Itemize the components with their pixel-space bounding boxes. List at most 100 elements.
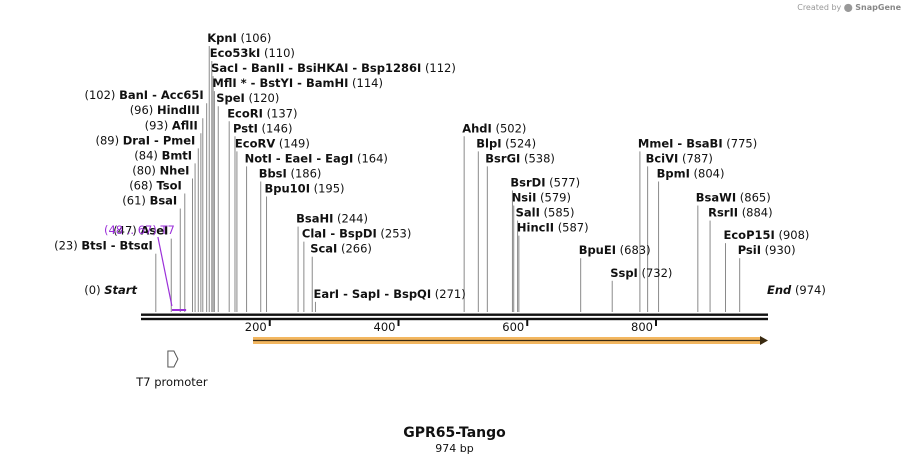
site-label: BciVI (787) xyxy=(646,151,713,165)
site-separator: - xyxy=(150,133,163,147)
enzyme-name: BspDI xyxy=(339,227,377,241)
site-label: MmeI - BsaBI (775) xyxy=(638,136,757,150)
site-position: (186) xyxy=(290,166,321,180)
enzyme-name: HincII xyxy=(517,221,554,235)
site-label: BsrGI (538) xyxy=(485,151,555,165)
dna-strand-bottom xyxy=(141,317,768,321)
site-label: AhdI (502) xyxy=(462,121,526,135)
start-text: Start xyxy=(104,283,137,297)
enzyme-name: BpuEI xyxy=(579,243,616,257)
site-position: (120) xyxy=(248,91,279,105)
enzyme-name: ScaI xyxy=(310,242,337,256)
site-position: (775) xyxy=(726,136,757,150)
site-separator: - xyxy=(339,287,352,301)
site-position: (683) xyxy=(620,243,651,257)
primer-name: T7 xyxy=(160,223,175,237)
enzyme-name: SpeI xyxy=(216,91,245,105)
site-position: (732) xyxy=(641,266,672,280)
enzyme-name: BmtI xyxy=(162,148,193,162)
site-label: BsrDI (577) xyxy=(510,175,580,189)
enzyme-name: NsiI xyxy=(512,191,537,205)
site-label: EarI - SapI - BspQI (271) xyxy=(314,287,466,301)
enzyme-name: Acc65I xyxy=(161,88,204,102)
site-separator: - xyxy=(247,76,260,90)
end-label: End (974) xyxy=(767,283,826,297)
site-label: (47) AseI xyxy=(113,224,168,238)
site-label: (23) BtsI - BtsαI xyxy=(54,239,153,253)
site-position: (585) xyxy=(544,206,575,220)
site-label: EcoP15I (908) xyxy=(724,228,810,242)
site-position: (110) xyxy=(264,46,295,60)
site-position: (502) xyxy=(495,121,526,135)
site-separator: - xyxy=(238,61,251,75)
enzyme-name: SalI xyxy=(516,206,540,220)
site-separator: - xyxy=(380,287,393,301)
cut-site-leaders xyxy=(155,46,741,312)
site-label: (80) NheI xyxy=(132,163,189,177)
feature-label: T7 promoter xyxy=(135,375,208,389)
site-position: (137) xyxy=(267,106,298,120)
site-position: (89) xyxy=(96,133,120,147)
site-position: (80) xyxy=(132,163,156,177)
enzyme-name: Eco53kI xyxy=(210,46,261,60)
site-position: (164) xyxy=(357,151,388,165)
enzyme-name: AseI xyxy=(140,224,168,238)
site-separator: - xyxy=(326,227,339,241)
site-label: RsrII (884) xyxy=(708,206,773,220)
site-separator: - xyxy=(673,136,686,150)
site-label: KpnI (106) xyxy=(207,31,271,45)
enzyme-name: BanII xyxy=(251,61,284,75)
enzyme-name: PsiI xyxy=(738,243,761,257)
site-position: (93) xyxy=(145,118,169,132)
site-position: (61) xyxy=(122,194,146,208)
site-position: (23) xyxy=(54,239,78,253)
primer-leader-line xyxy=(157,236,173,307)
enzyme-name: AflII xyxy=(172,118,198,132)
enzyme-name: EarI xyxy=(314,287,340,301)
enzyme-name: BbsI xyxy=(259,166,287,180)
enzyme-name: ClaI xyxy=(302,227,326,241)
site-position: (577) xyxy=(549,175,580,189)
site-label: HincII (587) xyxy=(517,221,589,235)
site-label: PstI (146) xyxy=(233,121,292,135)
site-position: (524) xyxy=(505,136,536,150)
axis-tick-label: 600 xyxy=(502,320,524,334)
site-position: (47) xyxy=(113,224,137,238)
site-label: BbsI (186) xyxy=(259,166,322,180)
site-position: (579) xyxy=(540,191,571,205)
enzyme-name: RsrII xyxy=(708,206,738,220)
site-label: SalI (585) xyxy=(516,206,575,220)
site-separator: - xyxy=(272,151,285,165)
feature-track: T7 promoter xyxy=(135,336,768,389)
enzyme-name: BsaWI xyxy=(696,191,736,205)
orf-arrowhead xyxy=(760,336,768,345)
site-position: (96) xyxy=(130,103,154,117)
site-label: SpeI (120) xyxy=(216,91,279,105)
enzyme-name: NheI xyxy=(160,163,190,177)
site-label: (61) BsaI xyxy=(122,194,177,208)
site-label: ScaI (266) xyxy=(310,242,372,256)
enzyme-name: BsiHKAI xyxy=(297,61,348,75)
enzyme-name: BspQI xyxy=(393,287,431,301)
enzyme-name: BamHI xyxy=(306,76,348,90)
site-label: (84) BmtI xyxy=(134,148,192,162)
cut-site-labels: KpnI (106)Eco53kI (110)SacI - BanII - Bs… xyxy=(54,31,826,301)
enzyme-name: EagI xyxy=(325,151,353,165)
site-label: EcoRI (137) xyxy=(227,106,297,120)
primer-range: (48 .. 67) xyxy=(104,223,157,237)
enzyme-name: BstYI xyxy=(259,76,293,90)
site-separator: - xyxy=(148,88,161,102)
site-separator: - xyxy=(293,76,306,90)
enzyme-name: BsrGI xyxy=(485,151,520,165)
site-position: (787) xyxy=(682,151,713,165)
t7-promoter-arrow xyxy=(167,350,179,368)
site-position: (271) xyxy=(435,287,466,301)
site-label: ClaI - BspDI (253) xyxy=(302,227,411,241)
enzyme-name: EaeI xyxy=(285,151,313,165)
enzyme-name: EcoRI xyxy=(227,106,263,120)
axis-tick-label: 800 xyxy=(631,320,653,334)
site-position: (253) xyxy=(380,227,411,241)
site-label: NsiI (579) xyxy=(512,191,571,205)
site-position: (84) xyxy=(134,148,158,162)
site-separator: - xyxy=(107,239,120,253)
